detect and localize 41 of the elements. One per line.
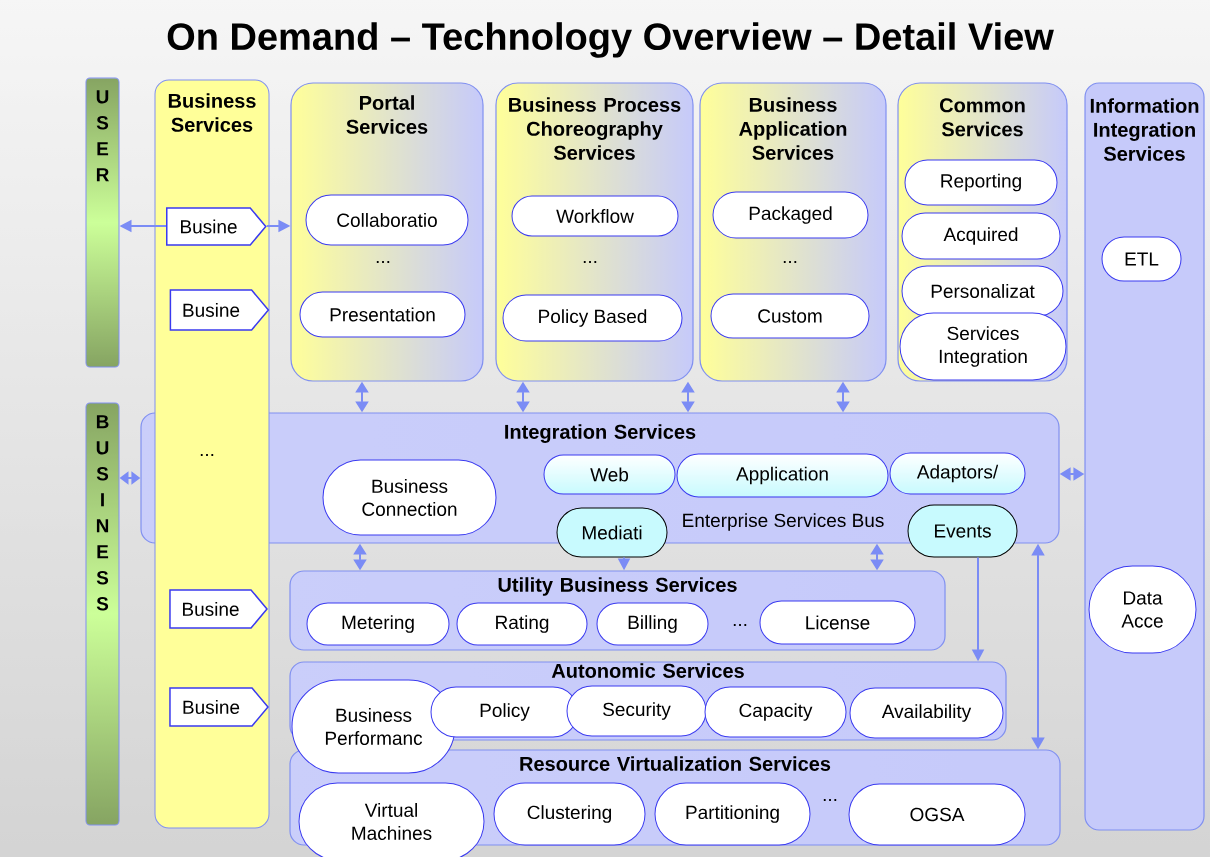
title: On Demand – Technology Overview – Detail View (167, 22, 1054, 58)
ellipsis: ... (200, 454, 214, 456)
service-pill: Mediati (556, 507, 668, 558)
service-pill: Clustering (493, 782, 646, 846)
service-pill: Web (543, 454, 676, 495)
ellipsis: ... (376, 261, 390, 263)
service-pill: Capacity (704, 686, 847, 738)
service-pill: Security (566, 685, 707, 737)
service-pill: Presentation (299, 291, 466, 338)
service-pill: License (759, 600, 916, 645)
service-pill: Collaboratio (305, 194, 469, 246)
service-pill: Availability (849, 687, 1004, 739)
pentagon-tag: Busine (169, 289, 270, 331)
service-pill: Workflow (511, 195, 679, 237)
service-pill: Custom (710, 293, 870, 339)
service-pill: Packaged (712, 191, 869, 239)
pentagon-tag: Busine (169, 589, 268, 629)
ellipsis: ... (733, 624, 747, 626)
service-pill: Rating (456, 602, 588, 646)
service-pill: Billing (596, 602, 709, 646)
pentagon-tag: Busine (166, 207, 267, 246)
ellipsis: ... (583, 261, 597, 263)
service-pill: Reporting (904, 159, 1058, 206)
service-pill: Personalizat (901, 265, 1064, 317)
service-pill: Acquired (901, 212, 1061, 260)
service-pill: Business Connection (322, 459, 497, 536)
service-pill: Application (676, 453, 889, 498)
service-pill: Business Performanc (291, 679, 456, 774)
service-pill: Services Integration (899, 312, 1067, 381)
service-pill: Data Acce (1088, 565, 1197, 654)
ellipsis: ... (783, 261, 797, 263)
service-pill: Partitioning (654, 782, 811, 846)
vertical-bar: BUSINESS (85, 402, 120, 826)
service-pill: OGSA (848, 783, 1026, 846)
ellipsis: ... (823, 799, 837, 801)
service-pill: Adaptors/ (889, 452, 1026, 495)
service-pill: Virtual Machines (298, 782, 485, 857)
service-pill: Metering (306, 602, 450, 646)
vertical-bar: USER (85, 77, 120, 368)
service-pill: Policy Based (502, 294, 683, 342)
pentagon-tag: Busine (169, 687, 269, 727)
